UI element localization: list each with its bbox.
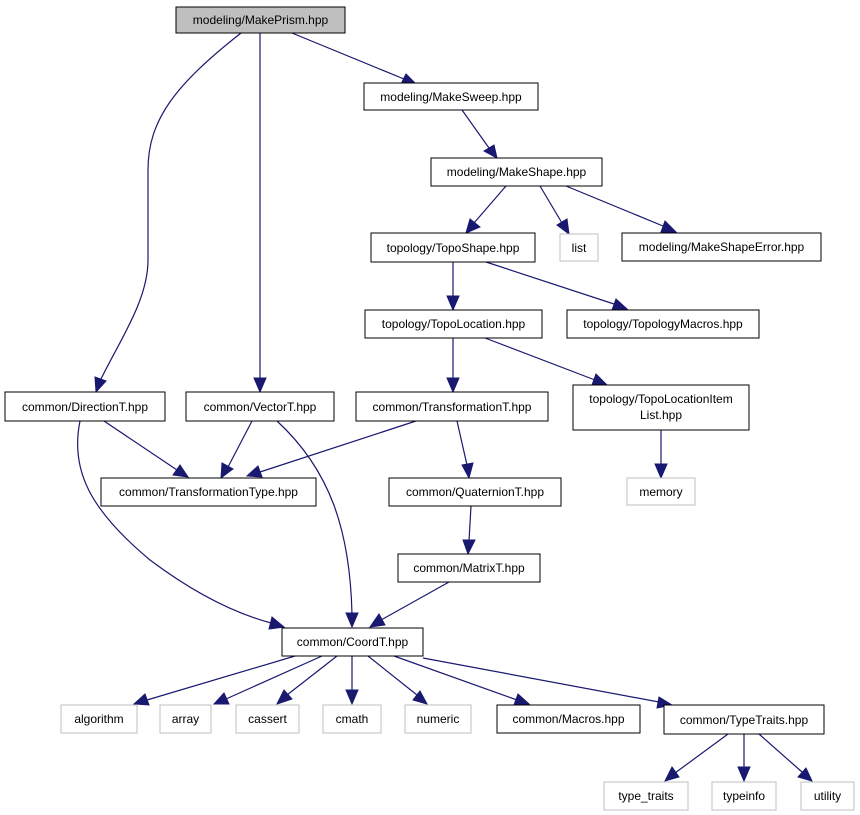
node-quaternion-t[interactable]: common/QuaternionT.hpp — [388, 477, 562, 507]
node-label: utility — [814, 789, 841, 803]
edge-vectort-to-transformationtype — [220, 420, 253, 480]
edges — [76, 32, 813, 783]
edge-coordt-to-typetraitshpp — [422, 657, 674, 709]
edge-makeshape-to-toposhape — [465, 185, 507, 234]
edge-coordt-to-cassert — [276, 655, 338, 705]
node-memory[interactable]: memory — [626, 477, 696, 506]
node-algorithm[interactable]: algorithm — [60, 704, 138, 734]
node-label: cmath — [336, 712, 369, 726]
edge-vectort-to-coordt — [276, 420, 359, 629]
edge-directiont-to-transformationtype — [103, 420, 190, 478]
node-label: common/TransformationType.hpp — [119, 485, 298, 499]
edge-quaterniont-to-matrixt — [462, 505, 476, 556]
node-label: algorithm — [74, 712, 123, 726]
node-typeinfo[interactable]: typeinfo — [711, 781, 777, 811]
node-label: common/MatrixT.hpp — [413, 561, 525, 575]
edge-coordt-to-array — [212, 655, 323, 705]
node-vector-t[interactable]: common/VectorT.hpp — [185, 391, 335, 422]
node-make-sweep[interactable]: modeling/MakeSweep.hpp — [363, 82, 539, 111]
node-macros[interactable]: common/Macros.hpp — [496, 704, 641, 734]
edge-directiont-to-coordt — [76, 420, 286, 630]
edge-matrixt-to-coordt — [368, 581, 450, 628]
node-label: topology/TopologyMacros.hpp — [583, 317, 743, 331]
node-coord-t[interactable]: common/CoordT.hpp — [281, 627, 424, 657]
edge-coordt-to-cmath — [345, 656, 359, 706]
edge-makeprism-to-makesweep — [291, 32, 418, 85]
node-utility[interactable]: utility — [800, 781, 855, 811]
edge-coordt-to-macros — [393, 655, 531, 706]
node-list[interactable]: list — [559, 233, 599, 262]
node-matrix-t[interactable]: common/MatrixT.hpp — [397, 553, 541, 583]
node-label: topology/TopoShape.hpp — [387, 241, 520, 255]
edge-toposhape-to-topologymacros — [485, 261, 629, 311]
node-label: common/TypeTraits.hpp — [680, 713, 809, 727]
edge-makesweep-to-makeshape — [461, 109, 498, 159]
node-label: type_traits — [618, 789, 673, 803]
node-label: common/TransformationT.hpp — [373, 400, 532, 414]
node-label: modeling/MakeShapeError.hpp — [639, 240, 805, 254]
node-label: modeling/MakeSweep.hpp — [380, 90, 522, 104]
node-label: list — [572, 241, 587, 255]
edge-coordt-to-numeric — [367, 655, 429, 705]
node-label: common/CoordT.hpp — [297, 635, 409, 649]
node-transformation-type[interactable]: common/TransformationType.hpp — [100, 477, 317, 507]
node-label: topology/TopoLocation.hpp — [382, 317, 526, 331]
node-label: common/QuaternionT.hpp — [406, 485, 544, 499]
node-cmath[interactable]: cmath — [322, 704, 382, 734]
node-label: memory — [639, 485, 682, 499]
node-transformation-t[interactable]: common/TransformationT.hpp — [355, 391, 549, 422]
edge-typetraitshpp-to-typeinfo — [737, 734, 751, 783]
edge-transformationt-to-quaterniont — [456, 420, 474, 480]
node-numeric[interactable]: numeric — [404, 704, 472, 734]
nodes: modeling/MakePrism.hpp modeling/MakeSwee… — [4, 6, 855, 811]
edge-typetraitshpp-to-typetraits — [664, 733, 729, 782]
node-direction-t[interactable]: common/DirectionT.hpp — [4, 391, 166, 422]
edge-typetraitshpp-to-utility — [758, 733, 813, 782]
edge-coordt-to-algorithm — [132, 655, 296, 706]
node-label: cassert — [248, 712, 287, 726]
node-make-shape[interactable]: modeling/MakeShape.hpp — [430, 157, 603, 187]
node-label-line1: topology/TopoLocationItem — [589, 392, 732, 406]
node-topology-macros[interactable]: topology/TopologyMacros.hpp — [566, 309, 760, 339]
node-label: common/Macros.hpp — [512, 712, 624, 726]
node-label: typeinfo — [723, 789, 765, 803]
node-array[interactable]: array — [159, 704, 212, 734]
edge-makeprism-to-vectort — [253, 33, 267, 394]
edge-makeprism-to-directiont — [94, 32, 242, 394]
node-topo-shape[interactable]: topology/TopoShape.hpp — [370, 232, 536, 263]
node-label-line2: List.hpp — [640, 408, 682, 422]
edge-transformationt-to-transformationtype — [245, 420, 417, 478]
edge-topolocationitemlist-to-memory — [654, 430, 668, 480]
node-cassert[interactable]: cassert — [235, 704, 300, 734]
edge-topolocation-to-topolocationitemlist — [484, 337, 609, 386]
node-label: numeric — [417, 712, 460, 726]
node-label: common/DirectionT.hpp — [22, 400, 148, 414]
edge-toposhape-to-topolocation — [446, 262, 460, 312]
node-label: common/VectorT.hpp — [204, 400, 317, 414]
node-label: array — [172, 712, 199, 726]
edge-topolocation-to-transformationt — [446, 338, 460, 394]
node-topo-location[interactable]: topology/TopoLocation.hpp — [364, 309, 543, 339]
node-type-traits[interactable]: type_traits — [603, 781, 689, 811]
node-make-shape-error[interactable]: modeling/MakeShapeError.hpp — [621, 232, 822, 262]
node-make-prism[interactable]: modeling/MakePrism.hpp — [175, 6, 346, 34]
edge-makeshape-to-list — [539, 185, 570, 236]
edge-makeshape-to-makeshapeerror — [565, 185, 678, 233]
node-label: modeling/MakeShape.hpp — [447, 165, 587, 179]
node-label: modeling/MakePrism.hpp — [193, 13, 329, 27]
node-topo-location-item-list[interactable]: topology/TopoLocationItem List.hpp — [572, 384, 750, 431]
node-type-traits-hpp[interactable]: common/TypeTraits.hpp — [663, 704, 825, 735]
